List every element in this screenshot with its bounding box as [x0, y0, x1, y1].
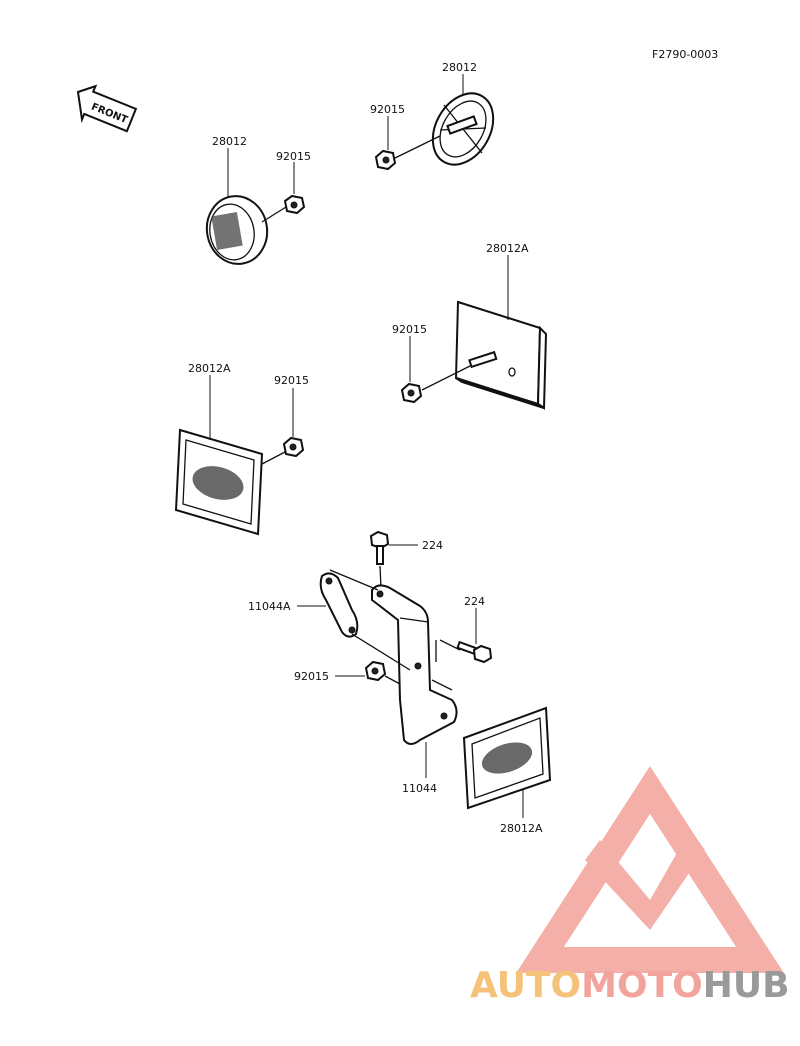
label-224-upper: 224 [422, 539, 443, 552]
watermark-text: AUTOMOTOHUB [470, 965, 790, 1006]
nut-bracket [364, 660, 387, 682]
nut-top [374, 149, 397, 171]
label-92015-bracket: 92015 [294, 670, 329, 683]
label-92015-left-round: 92015 [276, 150, 311, 163]
bracket-small [319, 572, 359, 638]
rect-reflector-bottom [462, 706, 552, 810]
nut-left-round [283, 194, 306, 215]
rect-reflector-right [454, 300, 548, 410]
label-28012a-right: 28012A [486, 242, 529, 255]
bolt-upper [369, 530, 390, 565]
label-224-lower: 224 [464, 595, 485, 608]
bracket-main [371, 584, 458, 745]
label-92015-right-rect: 92015 [392, 323, 427, 336]
label-28012-top: 28012 [442, 61, 477, 74]
bolt-lower [456, 640, 493, 664]
label-92015-top: 92015 [370, 103, 405, 116]
nut-right-rect [400, 382, 423, 404]
label-92015-left-rect: 92015 [274, 374, 309, 387]
round-reflector-top [431, 92, 495, 166]
label-28012a-left: 28012A [188, 362, 231, 375]
nut-left-rect [282, 436, 305, 458]
label-28012-left: 28012 [212, 135, 247, 148]
front-arrow-icon: FRONT [76, 84, 138, 133]
label-28012a-bottom: 28012A [500, 822, 543, 835]
watermark-logo-icon [516, 766, 784, 973]
diagram-code: F2790-0003 [652, 48, 718, 61]
round-reflector-left [205, 195, 269, 265]
rect-reflector-left [174, 428, 264, 536]
label-11044: 11044 [402, 782, 437, 795]
label-11044a: 11044A [248, 600, 291, 613]
